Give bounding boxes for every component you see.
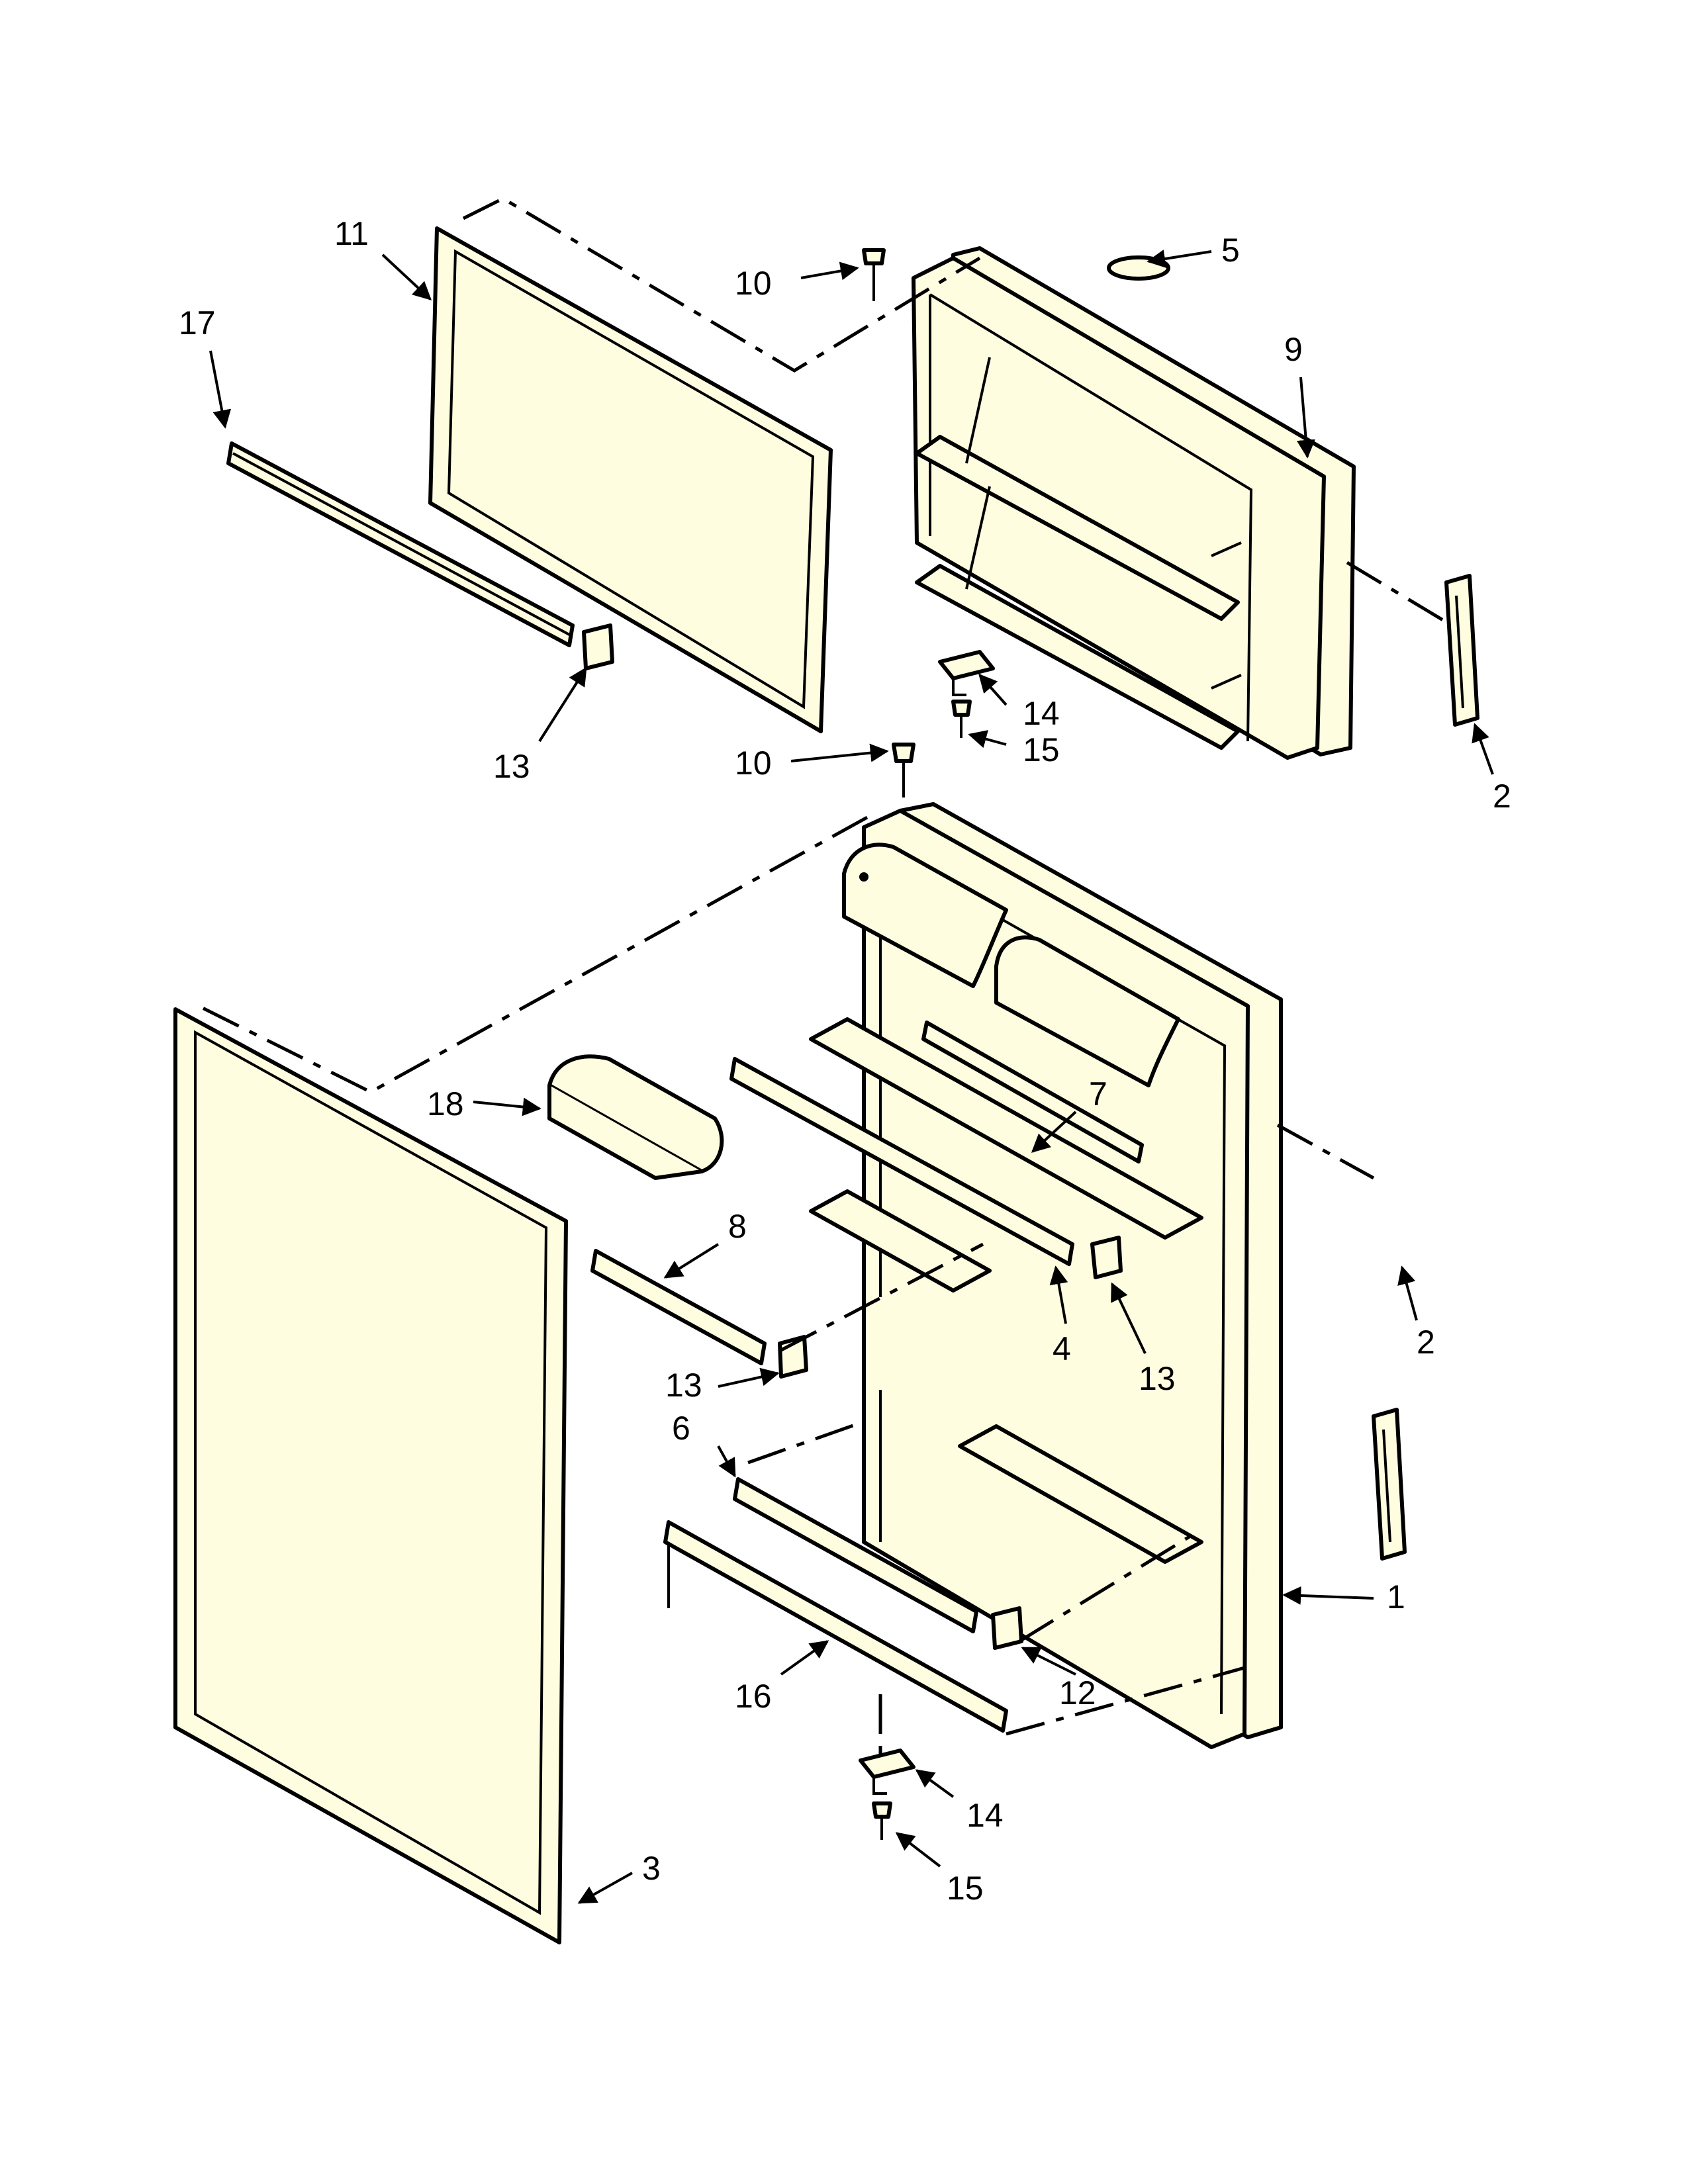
- callout-10-lower: 10: [735, 745, 772, 782]
- door-shelf-bar-16: [663, 1520, 1008, 1733]
- callout-17: 17: [179, 304, 216, 341]
- freezer-hinge-pin: [862, 248, 886, 301]
- callout-2-lower: 2: [1417, 1324, 1435, 1361]
- callout-13-top: 13: [493, 748, 530, 785]
- freezer-shelf-clip: [582, 623, 614, 670]
- dairy-compartment-cover: [547, 1054, 724, 1180]
- callout-16: 16: [735, 1678, 772, 1715]
- freezer-door-handle: [1444, 574, 1479, 727]
- callout-9: 9: [1284, 331, 1303, 368]
- callout-3: 3: [642, 1850, 661, 1887]
- callout-13-right: 13: [1139, 1360, 1176, 1397]
- fridge-door-handle: [1372, 1408, 1407, 1561]
- door-shelf-bar-6: [733, 1477, 978, 1633]
- callout-13-left: 13: [665, 1367, 702, 1404]
- callout-6: 6: [672, 1410, 690, 1447]
- alignment-lines: [197, 197, 1448, 1757]
- callout-2-top: 2: [1493, 778, 1511, 815]
- callout-8: 8: [728, 1208, 747, 1245]
- callout-15-lower: 15: [947, 1870, 984, 1907]
- shelf-clip-right: [1090, 1236, 1123, 1279]
- callout-4: 4: [1053, 1330, 1071, 1367]
- callout-12: 12: [1059, 1674, 1096, 1711]
- callout-11: 11: [334, 215, 369, 252]
- callout-1: 1: [1387, 1578, 1405, 1615]
- freezer-lower-hinge: [938, 650, 995, 696]
- fridge-hinge-screw: [872, 1801, 892, 1840]
- callout-14-top: 14: [1023, 695, 1060, 732]
- callout-15-top: 15: [1023, 731, 1060, 768]
- freezer-hinge-screw: [951, 700, 972, 738]
- door-shelf-bar-8: [590, 1249, 767, 1365]
- fridge-door-gasket: [173, 1007, 568, 1944]
- callout-14-lower: 14: [966, 1797, 1004, 1834]
- shelf-clip-lower: [991, 1606, 1023, 1650]
- door-shelf-bar-4: [729, 1057, 1074, 1266]
- callout-7: 7: [1089, 1075, 1107, 1113]
- callout-18: 18: [427, 1085, 464, 1122]
- leader-lines: [209, 250, 1494, 1904]
- freezer-door: [912, 246, 1356, 760]
- fridge-hinge-pin: [892, 743, 915, 797]
- fridge-door: [809, 802, 1283, 1749]
- callout-labels: 11 17 10 5 9 13 14 15 10 2 7 18 8 2 4 13…: [179, 215, 1511, 1907]
- freezer-door-gasket: [428, 226, 833, 733]
- callout-5: 5: [1221, 232, 1240, 269]
- door-shelf-bar-7: [921, 1021, 1144, 1163]
- callout-10-top: 10: [735, 265, 772, 302]
- freezer-door-shelf-bar: [226, 441, 575, 647]
- fridge-lower-hinge: [859, 1749, 915, 1795]
